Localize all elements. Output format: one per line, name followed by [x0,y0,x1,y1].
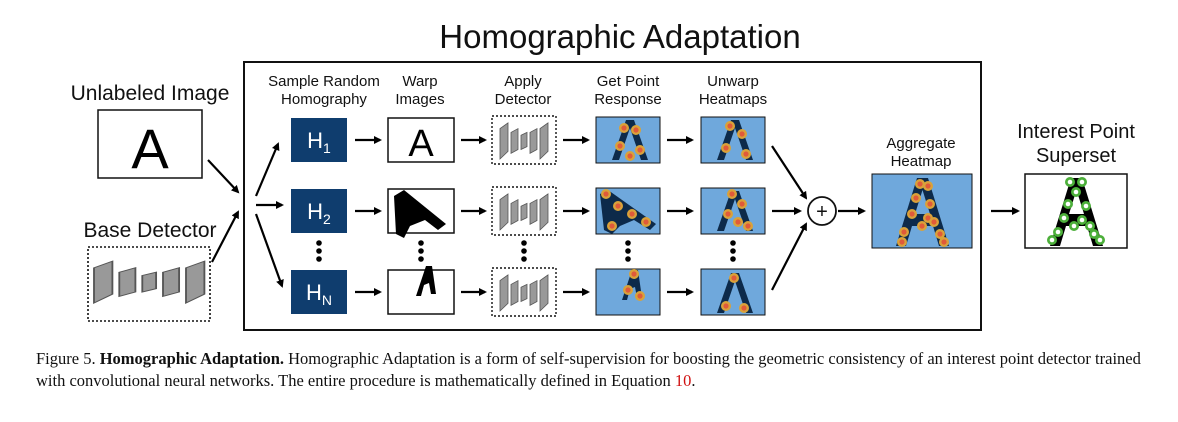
homography-label-1: H [307,128,323,153]
caption-end: . [691,371,696,390]
col-header-warp-line2: Images [395,91,444,108]
base-detector-label: Base Detector [83,219,216,242]
unwarped-heatmap-2 [700,187,766,235]
col-header-unwarp-line2: Heatmaps [699,91,767,108]
homography-sub-1: 1 [323,140,331,156]
warped-glyph-1: A [408,123,434,165]
homography-box-2 [291,189,347,233]
col-header-point-line1: Get Point [597,73,660,90]
figure-title: Homographic Adaptation [439,18,800,55]
col-header-sample-line1: Sample Random [268,73,380,90]
homography-label-n: H [306,280,322,305]
aggregate-label-line1: Aggregate [886,135,955,152]
equation-ref-link[interactable]: 10 [674,371,692,390]
ellipsis-dots [316,240,736,262]
svg-text:H1: H1 [307,128,331,156]
adaptation-frame [243,61,982,331]
svg-text:HN: HN [306,280,332,308]
sum-node [807,196,837,226]
merge-arrow-top [771,145,808,200]
unlabeled-image [97,109,203,179]
sum-symbol: + [816,201,828,223]
homography-label-2: H [307,199,323,224]
col-header-point-line2: Response [594,91,662,108]
col-header-apply-line2: Detector [495,91,552,108]
output-label-line1: Interest Point [1017,121,1135,143]
homography-box-1 [291,118,347,162]
input-arrow-image [207,159,240,194]
figure-caption: Figure 5. Homographic Adaptation. Homogr… [36,348,1146,392]
output-label-line2: Superset [1036,145,1116,167]
branch-arrow-top [254,142,280,197]
merge-arrow-bottom [771,222,807,291]
col-header-warp-line1: Warp [402,73,437,90]
warped-image-1 [387,117,455,163]
pipeline-row-2: H2 [291,186,766,238]
homographic-adaptation-figure: Homographic Adaptation Unlabeled Image A… [71,18,1135,331]
caption-bold-title: Homographic Adaptation. [99,349,284,368]
warped-glyph-n [416,266,436,296]
unlabeled-image-glyph: A [131,117,169,180]
pipeline-row-n: HN [291,266,766,317]
col-header-sample-line2: Homography [281,91,367,108]
caption-prefix: Figure 5. [36,349,96,368]
col-header-unwarp-line1: Unwarp [707,73,759,90]
unlabeled-image-label: Unlabeled Image [71,82,230,105]
pipeline-row-1: H1 A [291,115,766,165]
branch-arrow-bottom [254,213,284,288]
caption-text: Homographic Adaptation is a form of self… [36,349,1141,390]
homography-box-n [291,270,347,314]
input-arrow-detector [211,210,239,263]
homography-sub-2: 2 [323,211,331,227]
homography-sub-n: N [322,292,332,308]
aggregate-label-line2: Heatmap [891,153,952,170]
svg-text:H2: H2 [307,199,331,227]
warped-glyph-2 [394,190,446,238]
col-header-apply-line1: Apply [504,73,542,90]
